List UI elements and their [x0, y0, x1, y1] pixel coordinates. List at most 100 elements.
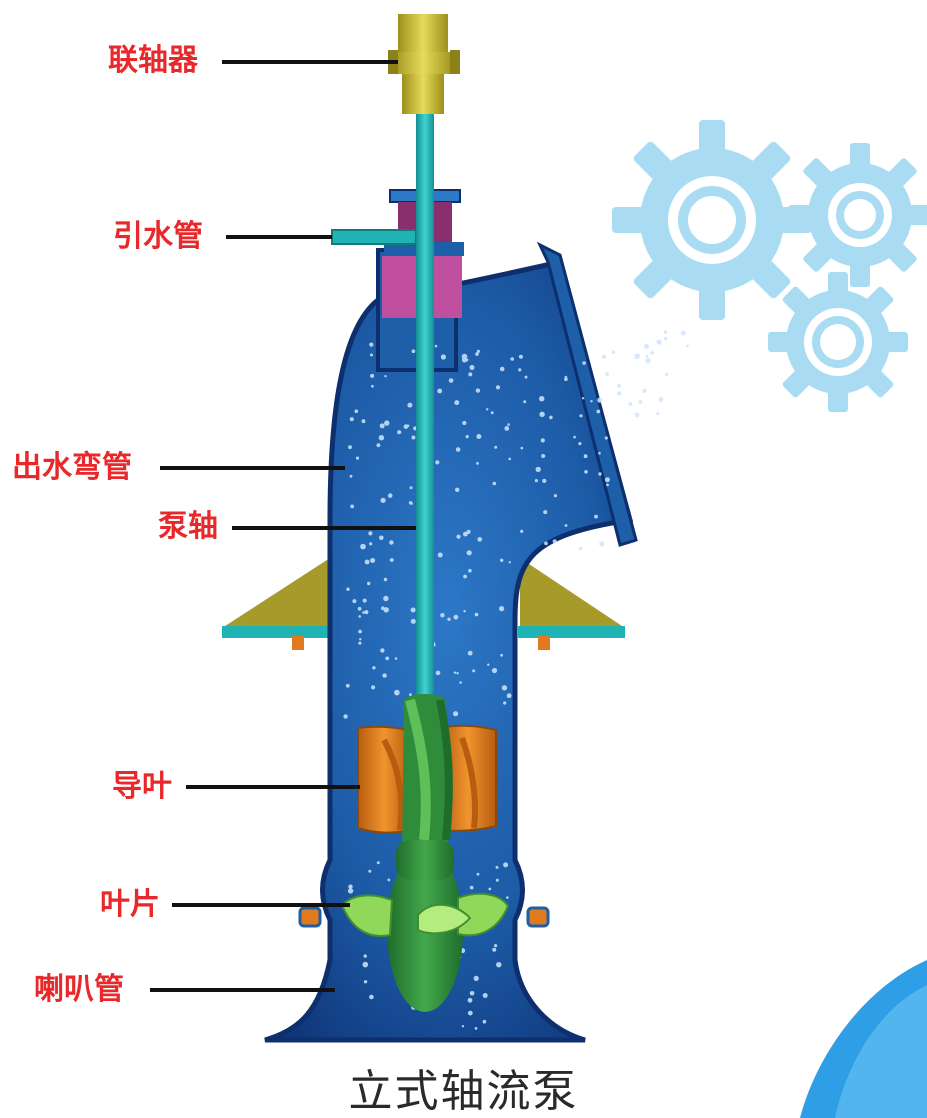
water-bubble [554, 494, 557, 497]
water-bubble [510, 357, 514, 361]
label-coupling: 联轴器 [108, 44, 198, 78]
label-blade: 叶片 [100, 888, 160, 922]
water-bubble [573, 436, 576, 439]
water-bubble [605, 372, 609, 376]
water-bubble [579, 414, 582, 417]
water-bubble [463, 575, 467, 579]
water-bubble [665, 373, 668, 376]
water-bubble [409, 501, 412, 504]
water-bubble [606, 484, 609, 487]
water-bubble [477, 537, 482, 542]
water-bubble [382, 673, 386, 677]
water-bubble [646, 355, 649, 358]
water-bubble [363, 962, 369, 968]
water-bubble [367, 582, 370, 585]
water-bubble [468, 569, 472, 573]
water-bubble [476, 388, 480, 392]
water-bubble [492, 948, 496, 952]
label-outlet-elbow: 出水弯管 [12, 451, 132, 485]
water-bubble [599, 541, 604, 546]
water-bubble [364, 954, 367, 957]
water-bubble [440, 613, 444, 617]
water-bubble [584, 470, 588, 474]
water-bubble [468, 651, 473, 656]
water-bubble [483, 1020, 487, 1024]
water-bubble [494, 944, 497, 947]
water-bubble [379, 435, 384, 440]
water-bubble [508, 458, 511, 461]
water-bubble [617, 384, 621, 388]
water-bubble [365, 560, 370, 565]
water-bubble [412, 349, 416, 353]
water-bubble [454, 672, 456, 674]
water-bubble [470, 886, 474, 890]
water-bubble [364, 980, 367, 983]
water-bubble [358, 642, 361, 645]
water-bubble [360, 544, 366, 550]
water-bubble [657, 339, 662, 344]
water-bubble [565, 524, 568, 527]
water-bubble [410, 486, 413, 489]
water-bubble [467, 550, 472, 555]
water-bubble [681, 331, 686, 336]
water-bubble [664, 337, 667, 340]
water-bubble [523, 400, 526, 403]
water-bubble [411, 608, 416, 613]
water-bubble [476, 462, 479, 465]
water-bubble [379, 536, 384, 541]
water-bubble [358, 607, 362, 611]
water-bubble [387, 879, 390, 882]
water-bubble [363, 599, 367, 603]
water-bubble [459, 681, 462, 684]
water-bubble [438, 553, 443, 558]
water-bubble [488, 888, 491, 891]
water-bubble [384, 375, 386, 377]
water-bubble [492, 668, 497, 673]
inlet-pipe [332, 230, 416, 244]
pump-shaft [416, 110, 434, 730]
water-bubble [350, 417, 354, 421]
diagram-caption: 立式轴流泵 [0, 1068, 927, 1116]
water-bubble [441, 354, 446, 359]
water-bubble [590, 400, 592, 402]
water-bubble [371, 385, 374, 388]
water-bubble [350, 505, 354, 509]
water-bubble [549, 416, 553, 420]
water-bubble [519, 355, 523, 359]
gear-icon-small-top [788, 143, 927, 287]
water-bubble [475, 613, 479, 617]
water-bubble [377, 861, 380, 864]
water-bubble [462, 421, 466, 425]
water-bubble [377, 443, 381, 447]
water-bubble [388, 493, 393, 498]
water-bubble [564, 377, 568, 381]
water-bubble [436, 671, 441, 676]
water-bubble [535, 479, 538, 482]
water-bubble [368, 531, 372, 535]
water-bubble [507, 693, 512, 698]
water-bubble [521, 447, 524, 450]
water-bubble [466, 435, 469, 438]
water-bubble [453, 711, 458, 716]
water-bubble [370, 354, 373, 357]
water-bubble [395, 657, 398, 660]
water-bubble [449, 378, 454, 383]
water-bubble [370, 558, 375, 563]
water-bubble [470, 991, 475, 996]
water-bubble [659, 397, 664, 402]
water-bubble [380, 423, 385, 428]
water-bubble [629, 402, 633, 406]
water-bubble [364, 610, 368, 614]
water-bubble [435, 460, 439, 464]
water-bubble [617, 391, 621, 395]
water-bubble [468, 1011, 473, 1016]
water-bubble [407, 425, 410, 428]
water-bubble [598, 472, 601, 475]
water-bubble [500, 367, 505, 372]
water-bubble [409, 693, 412, 696]
water-bubble [380, 648, 384, 652]
water-bubble [539, 412, 544, 417]
water-bubble [384, 607, 389, 612]
water-bubble [553, 539, 557, 543]
water-bubble [499, 606, 504, 611]
